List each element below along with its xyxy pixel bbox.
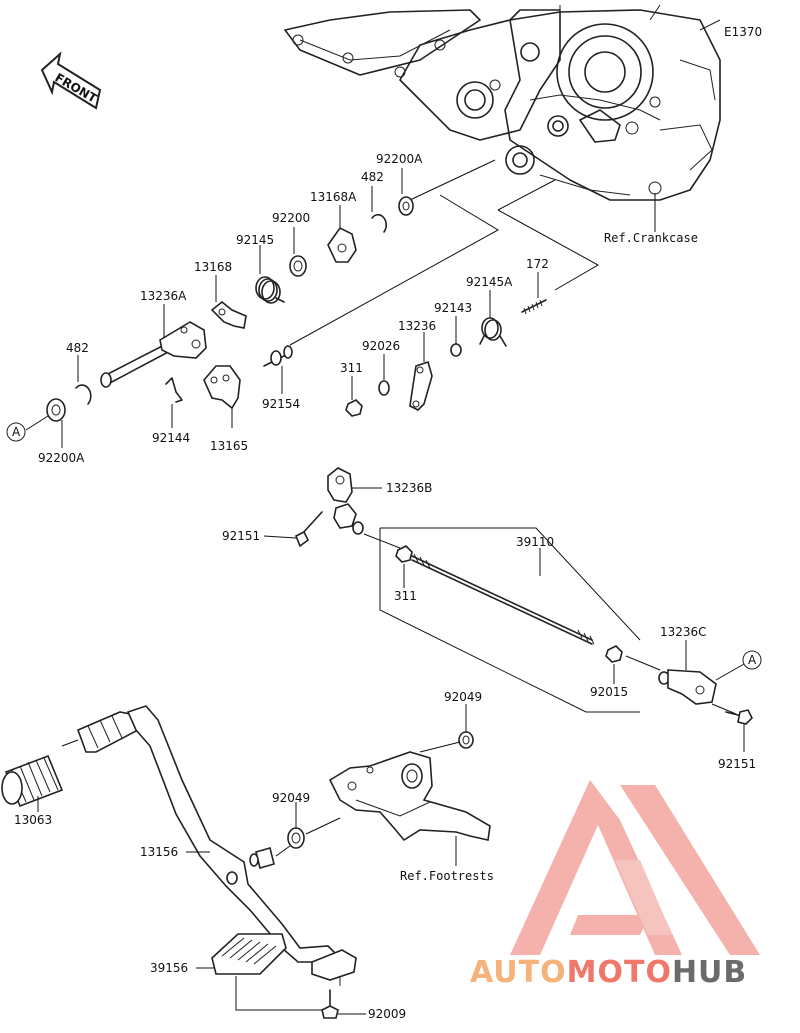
part-13236C (625, 655, 717, 705)
crankcase-assembly (284, 4, 721, 201)
part-92009-bolt (321, 989, 339, 1019)
watermark-logo (510, 780, 760, 955)
label-482: 482 (361, 170, 384, 184)
label-13236C: 13236C (660, 625, 707, 639)
label-172: 172 (526, 257, 549, 271)
label-92151-lower: 92151 (718, 757, 756, 771)
label-92009: 92009 (368, 1007, 406, 1021)
part-172-stud (521, 299, 547, 315)
part-13236A-shift-shaft (100, 321, 207, 388)
label-13168A: 13168A (310, 190, 357, 204)
pivot-pin (249, 847, 275, 869)
part-92145-spring (255, 276, 285, 304)
part-92145A-spring (479, 317, 507, 347)
label-92145: 92145 (236, 233, 274, 247)
part-92015-nut (605, 645, 623, 663)
label-13236B: 13236B (386, 481, 432, 495)
part-92144 (165, 377, 183, 403)
ref-footrests: Ref.Footrests (400, 869, 494, 883)
label-311: 311 (340, 361, 363, 375)
marker-a-left-label: A (12, 425, 21, 439)
part-13236B-lever (327, 467, 364, 535)
label-13168: 13168 (194, 260, 232, 274)
label-311-rod: 311 (394, 589, 417, 603)
part-92049-upper (458, 731, 474, 749)
label-13236A: 13236A (140, 289, 187, 303)
part-482-circlip (371, 213, 388, 233)
part-13063-rubber (1, 754, 64, 808)
label-92026: 92026 (362, 339, 400, 353)
label-13165: 13165 (210, 439, 248, 453)
label-92015: 92015 (590, 685, 628, 699)
label-39156: 39156 (150, 961, 188, 975)
watermark-hub: HUB (672, 955, 747, 990)
diagram-code: E1370 (724, 25, 762, 39)
label-13063: 13063 (14, 813, 52, 827)
label-92143: 92143 (434, 301, 472, 315)
label-92154: 92154 (262, 397, 300, 411)
part-92151-bolt (294, 511, 323, 548)
pedal-bracket (311, 949, 357, 981)
part-92143 (450, 343, 462, 357)
part-92200A-washer-lower (46, 398, 66, 422)
label-92200A: 92200A (376, 152, 423, 166)
footrest-bracket (328, 751, 491, 842)
watermark-auto: AUTO (470, 955, 567, 990)
marker-a-right-label: A (748, 653, 757, 667)
label-13156: 13156 (140, 845, 178, 859)
part-39110-rod (411, 553, 595, 645)
label-39110: 39110 (516, 535, 554, 549)
part-92200-washer (289, 255, 307, 277)
part-92049-lower (287, 827, 305, 849)
watermark-text: AUTOMOTOHUB (470, 955, 747, 990)
marker-a-right (742, 650, 762, 670)
part-92200A-washer (398, 196, 414, 216)
label-92049-lower: 92049 (272, 791, 310, 805)
part-311-nut-rod (395, 545, 413, 563)
part-13236-lever (409, 360, 433, 411)
part-13168A (327, 226, 357, 263)
part-13165 (203, 365, 241, 410)
part-39156-pad (211, 933, 287, 975)
label-13236: 13236 (398, 319, 436, 333)
part-311-nut (345, 399, 363, 417)
part-92151-bolt-lower (711, 703, 753, 725)
part-13168-plate (210, 300, 247, 329)
label-92144: 92144 (152, 431, 190, 445)
label-92151: 92151 (222, 529, 260, 543)
part-92154-bolt (263, 345, 293, 367)
watermark-moto: MOTO (567, 955, 672, 990)
marker-a-left (6, 422, 26, 442)
part-482-circlip-lower (75, 384, 92, 405)
label-92145A: 92145A (466, 275, 513, 289)
label-92049-upper: 92049 (444, 690, 482, 704)
ref-crankcase: Ref.Crankcase (604, 231, 698, 245)
label-92200: 92200 (272, 211, 310, 225)
part-92026 (378, 380, 390, 396)
label-92200A-lower: 92200A (38, 451, 85, 465)
label-482-lower: 482 (66, 341, 89, 355)
front-arrow-icon: FRONT (40, 51, 102, 110)
